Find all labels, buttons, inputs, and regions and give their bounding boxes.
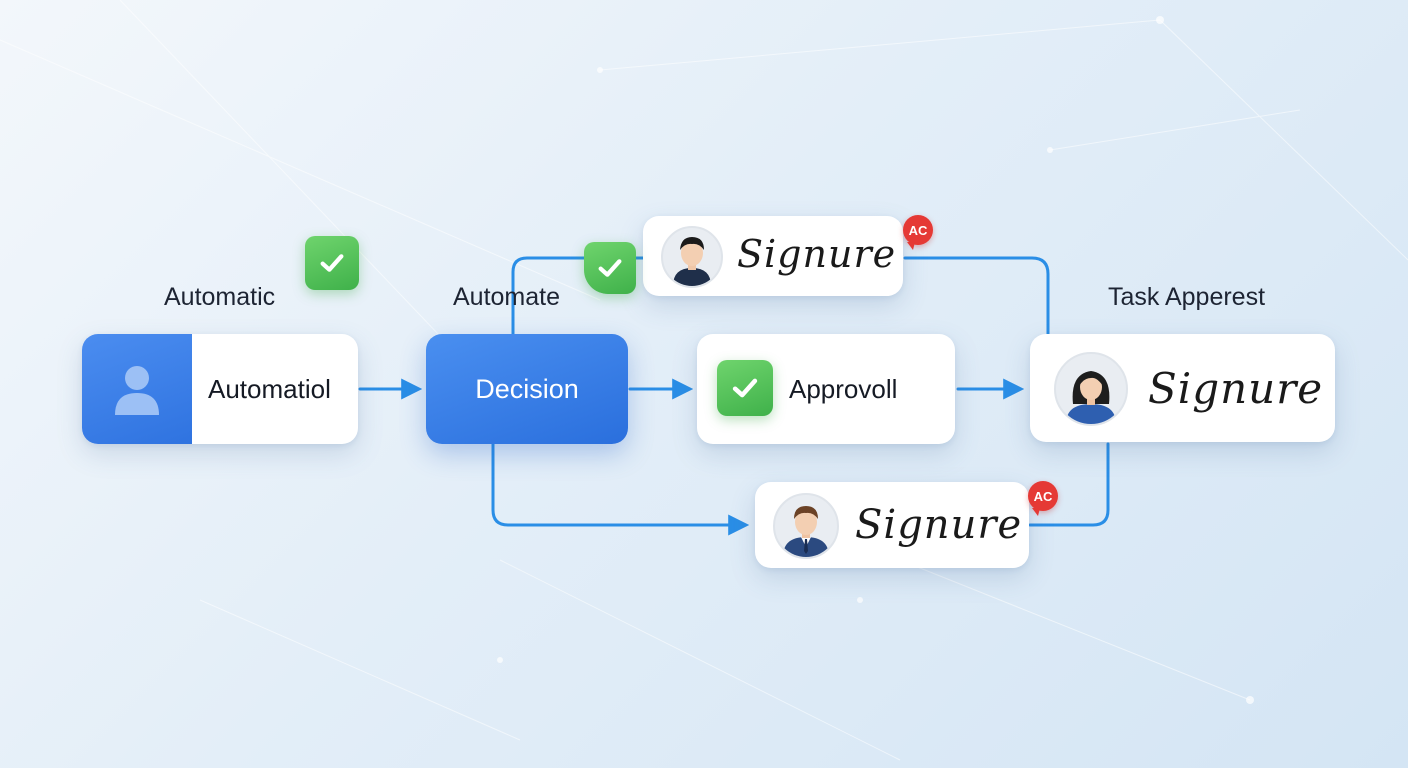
alert-badge-bottom: AC xyxy=(1028,481,1058,516)
label-task: Task Apperest xyxy=(1108,283,1266,311)
node-approval-label: Approvoll xyxy=(789,373,898,404)
node-start-label: Automatiol xyxy=(208,373,331,404)
user-icon xyxy=(115,366,159,415)
node-decision-label: Decision xyxy=(475,373,579,404)
node-signature-top[interactable]: Signure xyxy=(643,216,903,296)
start-icon-panel xyxy=(82,334,192,444)
node-decision[interactable]: Decision xyxy=(426,334,628,444)
connector-bottom-signature-to-task xyxy=(1028,442,1110,527)
avatar-man-casual xyxy=(661,226,723,288)
signature-bottom: Signure xyxy=(855,502,1023,548)
alert-badge-top: AC xyxy=(903,215,933,250)
node-approval[interactable]: Approvoll xyxy=(697,334,955,444)
connector-top-signature-to-task xyxy=(903,256,1050,336)
label-automatic: Automatic xyxy=(164,283,276,311)
connector-decision-to-top-signature xyxy=(511,256,645,336)
avatar-woman xyxy=(1054,352,1128,426)
approval-check-icon xyxy=(717,360,773,416)
node-task-signature[interactable]: Signure xyxy=(1030,334,1335,442)
node-signature-bottom[interactable]: Signure xyxy=(755,482,1029,568)
automatic-check-icon xyxy=(305,236,359,290)
node-start[interactable]: Automatiol xyxy=(82,334,358,444)
signature-top: Signure xyxy=(737,232,897,276)
signature-task: Signure xyxy=(1148,364,1324,413)
top-path-check-icon xyxy=(584,242,636,294)
connector-decision-to-bottom-signature xyxy=(491,442,750,536)
label-automate: Automate xyxy=(453,283,561,311)
avatar-man-suit xyxy=(773,493,839,559)
